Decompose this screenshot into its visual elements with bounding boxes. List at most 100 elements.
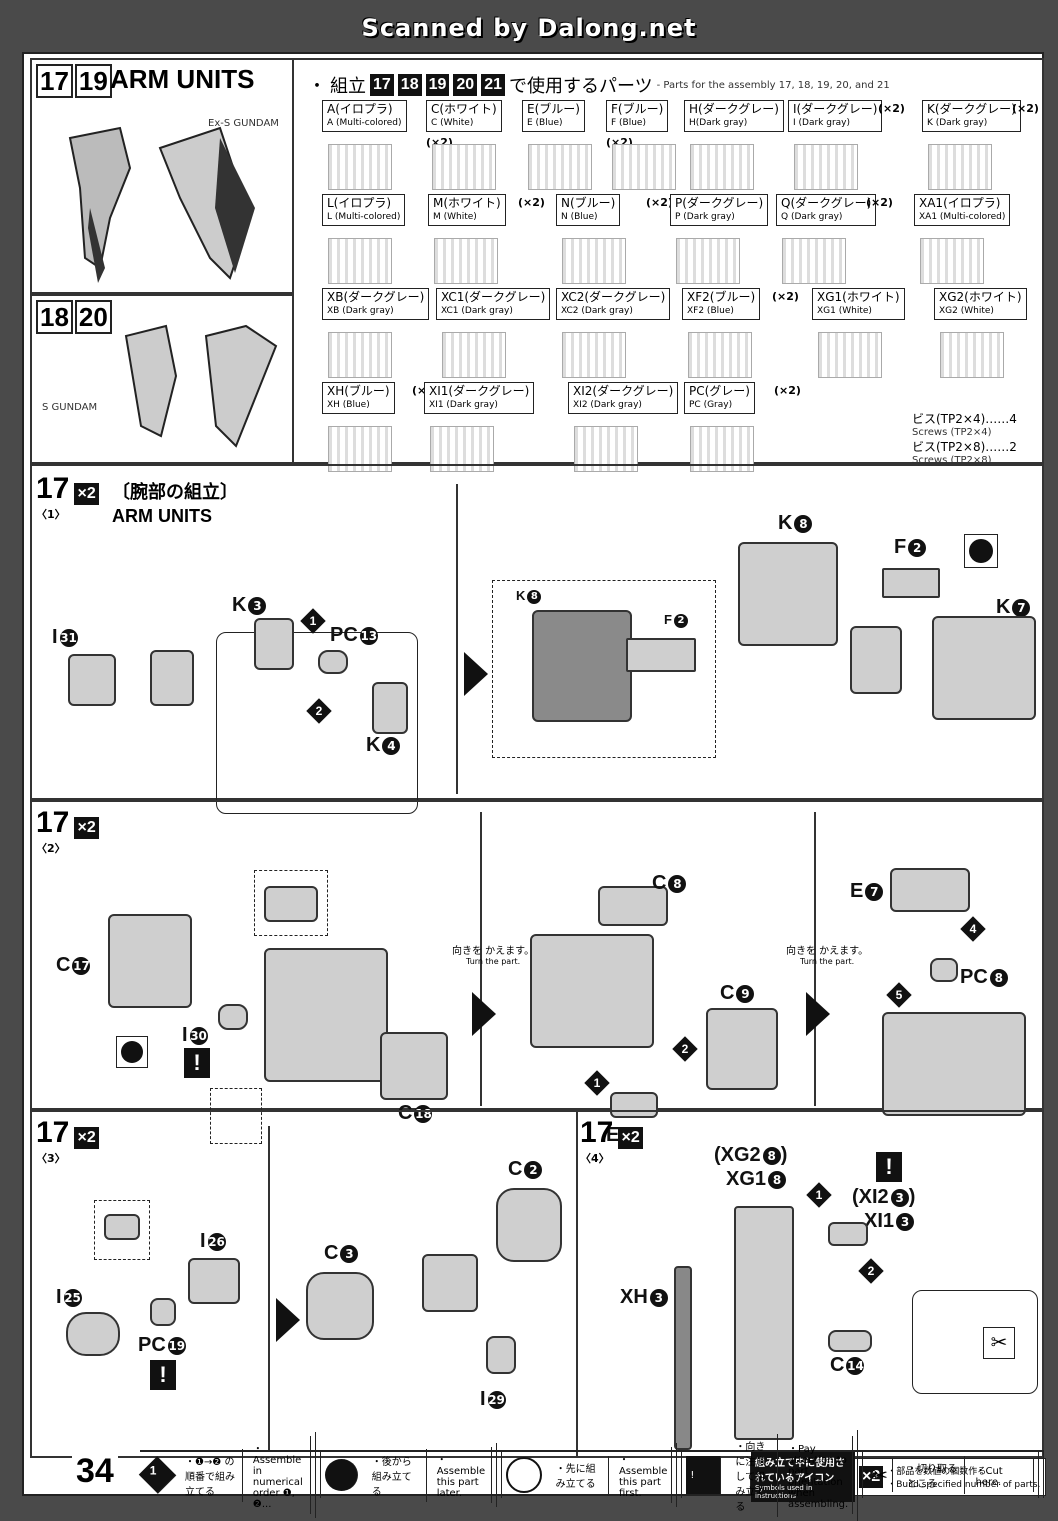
part-tag-jp: A(イロプラ)	[327, 102, 393, 116]
next-arrow	[276, 1298, 300, 1342]
runner-thumbnail	[676, 238, 740, 284]
order-2-icon: 2	[858, 1258, 884, 1284]
part-i30	[218, 1004, 248, 1030]
part-f2-detail	[626, 638, 696, 672]
part-tag-en: XH (Blue)	[327, 400, 370, 410]
part-tag: N(ブルー) N (Blue)	[556, 194, 621, 226]
runner-thumbnail	[328, 238, 392, 284]
screw-tp2x4: ビス(TP2×4)……4	[912, 412, 1017, 426]
part-k8	[738, 542, 838, 646]
part-tag-en: P (Dark gray)	[675, 212, 735, 222]
part-tag: XG1(ホワイト)XG1 (White)	[812, 288, 905, 320]
part-tag-jp: XF2(ブルー)	[687, 290, 756, 304]
step-19: 19	[74, 64, 112, 98]
step-17-3-badge: 17 ×2 〈3〉	[36, 1116, 99, 1165]
instruction-sheet: 17 19 ARM UNITS Ex-S GUNDAM 18 20 S GUND…	[22, 52, 1046, 1502]
part-i31-assembled	[150, 650, 194, 706]
part-multiplier: (×2)	[1012, 102, 1039, 115]
exs-arm-illustration	[68, 126, 255, 283]
part-tag-en: XC1 (Dark gray)	[441, 306, 513, 316]
order-1-icon: 1	[806, 1182, 832, 1208]
part-shoulder-joint	[422, 1254, 478, 1312]
step-numbers-s: 18 20	[36, 300, 112, 334]
part-tag-en: N (Blue)	[561, 212, 598, 222]
part-tag-jp: H(ダークグレー)	[689, 102, 779, 116]
assemble-later-icon	[964, 534, 998, 568]
step-17-1-sub: 〈1〉	[36, 508, 66, 521]
order-1-icon: 1	[300, 608, 326, 634]
turn-note-2: 向きを かえます。Turn the part.	[786, 946, 869, 966]
part-tag-jp: N(ブルー)	[561, 196, 616, 210]
part-tag: XC1(ダークグレー) XC1 (Dark gray)	[436, 288, 551, 320]
part-tag-en: XG2 (White)	[939, 306, 994, 316]
cut-here-icon: ✂	[983, 1327, 1015, 1359]
part-k3	[254, 618, 294, 670]
step-17-2-sub: 〈2〉	[36, 842, 66, 855]
next-arrow	[464, 652, 488, 696]
order-1-icon: 1	[584, 1070, 610, 1096]
part-multiplier: (×2)	[518, 196, 545, 209]
part-tag: C(ホワイト)C (White)	[426, 100, 502, 132]
runner-thumbnail	[432, 144, 496, 190]
detail-box	[492, 580, 716, 758]
part-tag-jp: XB(ダークグレー)	[327, 290, 425, 304]
part-e7	[890, 868, 970, 912]
step-18: 18	[36, 300, 73, 334]
divider-b	[814, 812, 816, 1106]
s-gundam-panel: 18 20 S GUNDAM	[30, 294, 294, 464]
part-tag-jp: XI2(ダークグレー)	[573, 384, 674, 398]
step-17-1-number: 17	[36, 472, 70, 505]
heading-step-19: 19	[425, 74, 450, 96]
part-tag: XI2(ダークグレー)XI2 (Dark gray)	[568, 382, 679, 414]
part-e8	[610, 1092, 658, 1118]
part-tag-jp: I(ダークグレー)	[793, 102, 878, 116]
part-xg1	[734, 1206, 794, 1440]
part-k7	[932, 616, 1036, 720]
runner-thumbnail	[562, 332, 626, 378]
part-tag-en: XG1 (White)	[817, 306, 872, 316]
part-tag-jp: PC(グレー)	[689, 384, 750, 398]
part-tag-jp: XC1(ダークグレー)	[441, 290, 546, 304]
part-c3	[306, 1272, 374, 1340]
page-number: 34	[72, 1452, 118, 1491]
heading-step-20: 20	[453, 74, 478, 96]
heading-step-21: 21	[481, 74, 505, 96]
orientation-warning-icon: !	[184, 1048, 210, 1078]
part-tag-jp: F(ブルー)	[611, 102, 664, 116]
part-tag-jp: XG2(ホワイト)	[939, 290, 1022, 304]
divider	[268, 1126, 270, 1452]
detail-box-bottom	[210, 1088, 262, 1144]
step-20: 20	[74, 300, 112, 334]
warning-icon: !	[686, 1456, 722, 1494]
part-detail-top	[264, 886, 318, 922]
part-multiplier: (×2)	[878, 102, 905, 115]
step-17-1-title-en: ARM UNITS	[112, 506, 212, 526]
runner-thumbnail	[612, 144, 676, 190]
x2-description: ・部品を数値の個数作る・Build specified number of pa…	[887, 1467, 1041, 1490]
part-tag: XA1(イロプラ)XA1 (Multi-colored)	[914, 194, 1011, 226]
step-17-3-multiplier: ×2	[74, 1127, 99, 1149]
part-tag: P(ダークグレー)P (Dark gray)	[670, 194, 769, 226]
divider-a	[480, 812, 482, 1106]
exs-label: Ex-S GUNDAM	[208, 118, 279, 129]
part-tag-en: H(Dark gray)	[689, 118, 748, 128]
part-c2	[496, 1188, 562, 1262]
s-label: S GUNDAM	[42, 402, 98, 413]
step-17-3-sub: 〈3〉	[36, 1152, 66, 1165]
part-c9	[706, 1008, 778, 1090]
runner-thumbnail	[434, 238, 498, 284]
part-tag: H(ダークグレー) H(Dark gray)	[684, 100, 784, 132]
